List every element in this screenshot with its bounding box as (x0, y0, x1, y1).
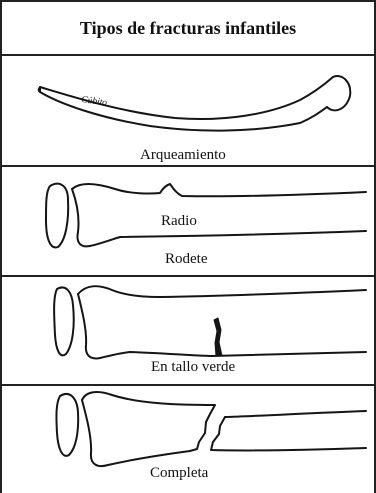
complete-label: Completa (150, 465, 208, 482)
bowing-label: Arqueamiento (140, 147, 226, 164)
buckle-label: Rodete (165, 251, 208, 268)
greenstick-label: En tallo verde (151, 359, 235, 376)
radius-buckle-drawing (46, 184, 366, 248)
complete-fracture-drawing (56, 392, 366, 466)
radius-label: Radio (161, 213, 197, 230)
greenstick-drawing (54, 286, 366, 358)
